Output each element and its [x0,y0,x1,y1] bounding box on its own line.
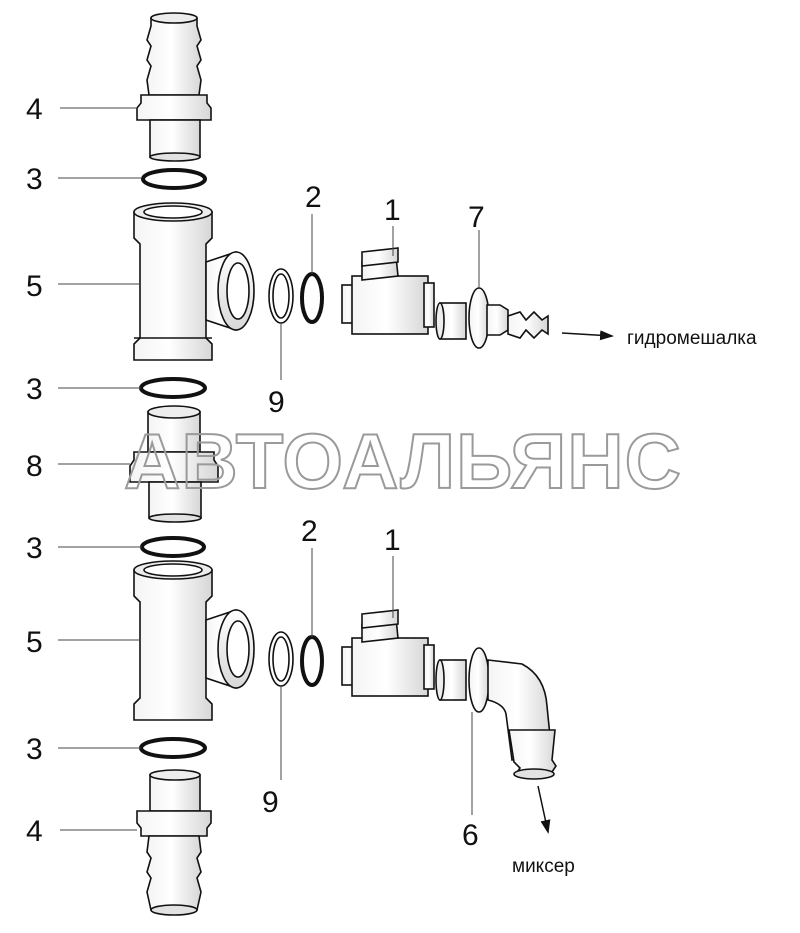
callout-3-top-a: 3 [26,163,43,196]
callout-5-bottom: 5 [26,626,43,659]
tee-fitting-upper [133,202,255,361]
leader-lines [58,107,480,831]
o-ring-top-2 [139,377,207,399]
ball-valve-lower [341,609,435,697]
flow-arrow-lower [537,785,551,834]
o-ring-bottom-1 [140,536,206,558]
o-ring-bottom-2 [139,737,207,759]
callout-4-top: 4 [26,93,43,126]
callout-4-bottom: 4 [26,815,43,848]
callout-9-bottom: 9 [262,786,279,819]
callout-9-top: 9 [268,386,285,419]
flow-arrow-upper [561,330,614,341]
hose-barb-fitting-upper [435,287,549,349]
gasket-upper [268,268,294,324]
callout-7-top: 7 [468,201,485,234]
hex-nipple [129,405,219,523]
callout-3-bottom-a: 3 [26,532,43,565]
callout-8-mid: 8 [26,450,43,483]
callout-1-bottom: 1 [384,524,401,557]
o-ring-valve-lower [300,635,324,687]
elbow-fitting [435,647,557,780]
callout-6-bottom: 6 [462,819,479,852]
hose-barb-fitting-top [136,12,212,162]
callout-3-top-b: 3 [26,373,43,406]
callout-3-bottom-b: 3 [26,733,43,766]
ball-valve-upper [341,247,435,335]
callout-1-top: 1 [384,194,401,227]
o-ring-valve-upper [300,272,324,324]
tee-fitting-lower [133,560,255,721]
watermark-text: АВТОАЛЬЯНС [124,417,682,505]
gasket-lower [268,631,294,687]
hose-barb-fitting-bottom [136,769,212,916]
callout-5-top: 5 [26,270,43,303]
flow-label-upper: гидромешалка [627,328,757,349]
flow-label-lower: миксер [512,856,575,877]
callout-2-bottom: 2 [301,515,318,548]
callout-2-top: 2 [305,181,322,214]
o-ring-top-1 [141,168,207,190]
